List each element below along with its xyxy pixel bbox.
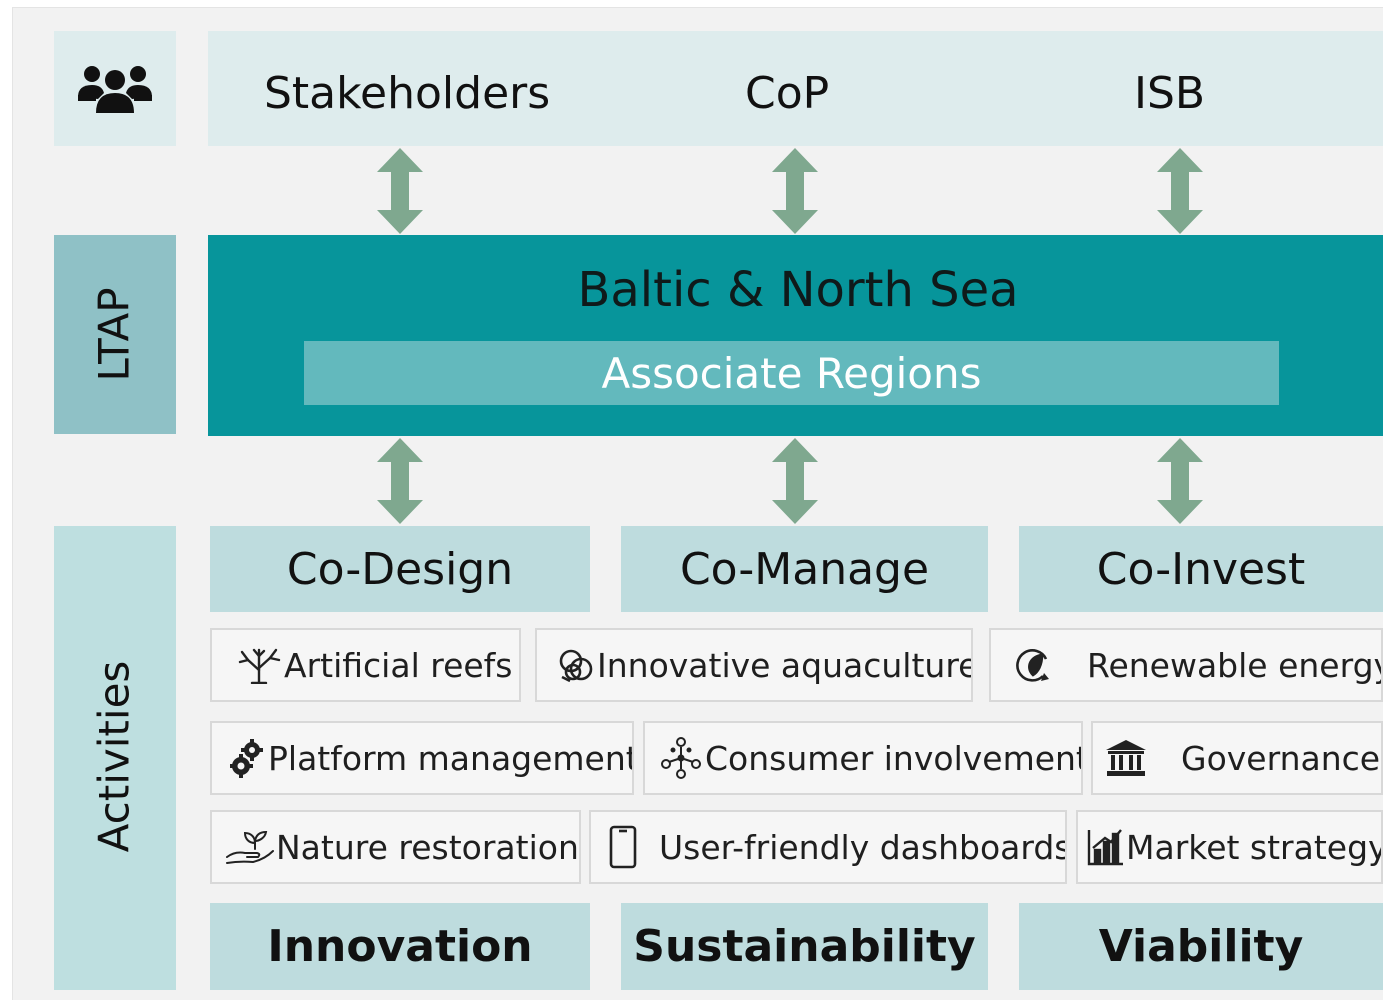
pillar-co-design: Co-Design <box>210 526 590 612</box>
activity-label: Artificial reefs <box>284 645 513 685</box>
institution-icon <box>1105 739 1181 777</box>
double-arrow-icon <box>772 148 818 234</box>
pillar-co-invest: Co-Invest <box>1019 526 1383 612</box>
activity-user-friendly-dashboards: User-friendly dashboards <box>589 810 1067 884</box>
activity-label: Market strategy <box>1126 827 1383 867</box>
aquaculture-knot-icon <box>555 645 597 685</box>
pillar-label: Co-Design <box>286 543 514 595</box>
outcome-label: Viability <box>1098 921 1304 972</box>
activity-label: Innovative aquaculture <box>597 645 973 685</box>
top-band <box>208 31 1383 146</box>
activity-platform-management: Platform management <box>210 721 634 795</box>
isb-label: ISB <box>1134 68 1206 119</box>
gears-icon <box>228 738 268 778</box>
activity-label: Consumer involvement <box>705 738 1083 778</box>
outcome-label: Sustainability <box>633 921 976 972</box>
people-group-icon <box>78 65 152 113</box>
mobile-phone-icon <box>609 825 659 869</box>
activities-panel: Activities <box>54 526 176 990</box>
activity-label: Renewable energy <box>1087 645 1383 685</box>
outcome-innovation: Innovation <box>210 903 590 990</box>
pillar-label: Co-Invest <box>1096 543 1306 595</box>
outcome-sustainability: Sustainability <box>621 903 988 990</box>
activity-label: Governance <box>1181 738 1381 778</box>
double-arrow-icon <box>1157 148 1203 234</box>
activity-market-strategy: Market strategy <box>1076 810 1383 884</box>
bar-chart-icon <box>1086 828 1126 866</box>
double-arrow-icon <box>377 148 423 234</box>
renewable-leaf-icon <box>1013 645 1087 685</box>
outcome-label: Innovation <box>267 921 533 972</box>
double-arrow-icon <box>377 438 423 524</box>
outcome-viability: Viability <box>1019 903 1383 990</box>
associate-regions-bar: Associate Regions <box>304 341 1279 405</box>
stakeholders-label: Stakeholders <box>264 68 551 119</box>
activity-consumer-involvement: Consumer involvement <box>643 721 1083 795</box>
pillar-label: Co-Manage <box>679 543 930 595</box>
people-network-icon <box>657 735 705 781</box>
activity-innovative-aquaculture: Innovative aquaculture <box>535 628 973 702</box>
activity-label: Nature restoration <box>276 827 579 867</box>
hand-sprout-icon <box>224 829 276 865</box>
pillar-co-manage: Co-Manage <box>621 526 988 612</box>
activity-renewable-energy: Renewable energy <box>989 628 1383 702</box>
double-arrow-icon <box>1157 438 1203 524</box>
ltap-label: LTAP <box>89 287 139 382</box>
ltap-panel: LTAP <box>54 235 176 434</box>
activity-artificial-reefs: Artificial reefs <box>210 628 521 702</box>
activities-label: Activities <box>89 660 139 853</box>
people-icon-cell <box>54 31 176 146</box>
double-arrow-icon <box>772 438 818 524</box>
activity-nature-restoration: Nature restoration <box>210 810 581 884</box>
activity-label: User-friendly dashboards <box>659 827 1067 867</box>
activity-label: Platform management <box>268 738 634 778</box>
coral-icon <box>234 646 284 684</box>
cop-label: CoP <box>745 68 830 119</box>
associate-regions-label: Associate Regions <box>601 348 982 398</box>
activity-governance: Governance <box>1091 721 1383 795</box>
core-title: Baltic & North Sea <box>577 262 1019 318</box>
